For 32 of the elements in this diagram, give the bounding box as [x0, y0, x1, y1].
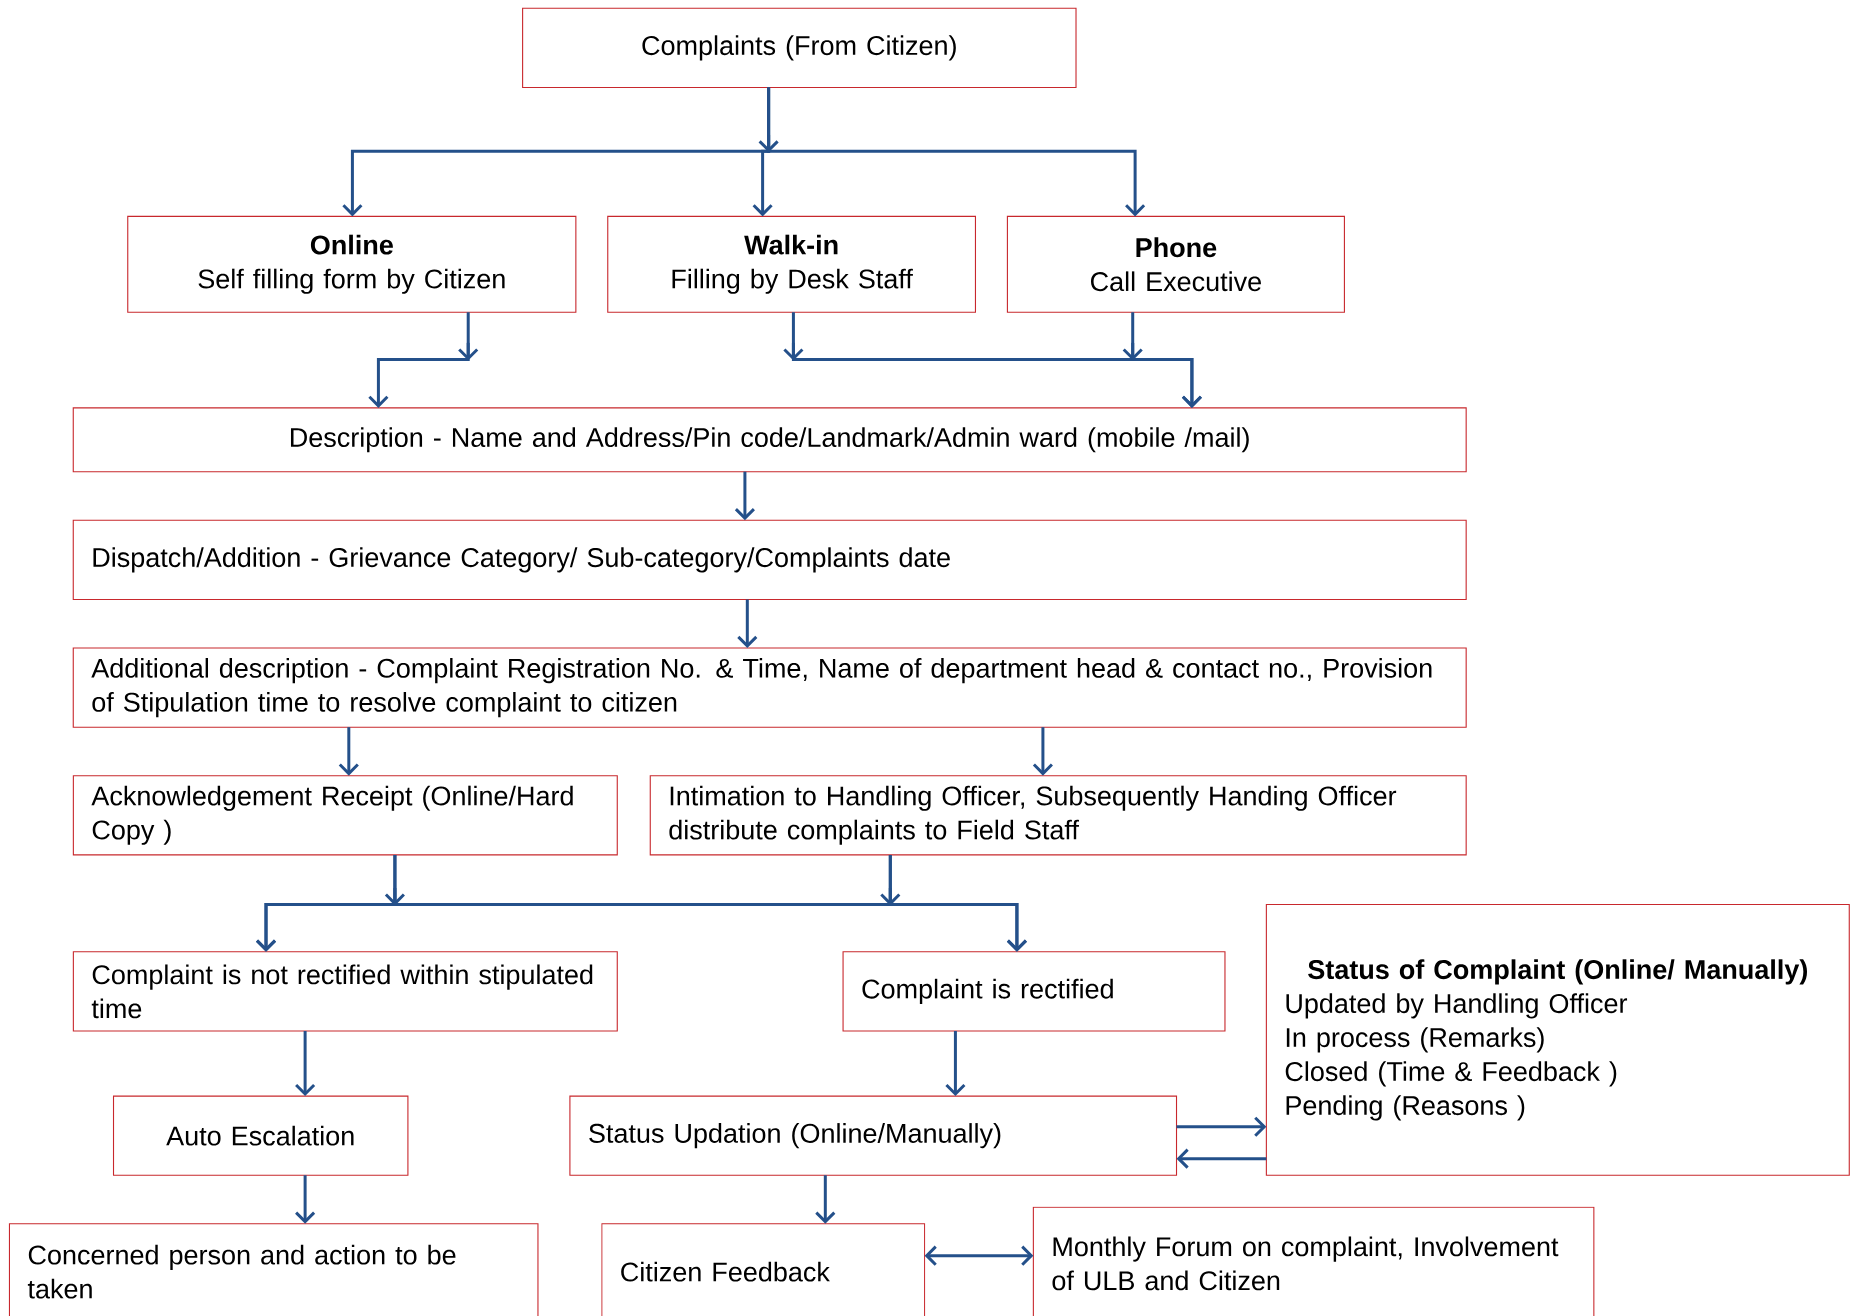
process-box: Intimation to Handling Officer, Subsequently Handing Officer distribute complaints to Field Staff	[649, 775, 1467, 856]
arrow	[734, 471, 755, 521]
process-box: Online Self filling form by Citizen	[127, 215, 577, 313]
process-box: Status Updation (Online/Manually)	[569, 1095, 1178, 1176]
process-box: Concerned person and action to be taken	[8, 1223, 539, 1316]
arrow	[1032, 727, 1053, 776]
arrow	[368, 312, 479, 408]
process-box: Complaint is not rectified within stipulated time	[72, 951, 618, 1032]
process-box: Complaints (From Citizen)	[522, 7, 1077, 89]
arrow	[815, 1175, 836, 1224]
arrow	[1122, 312, 1202, 408]
arrow	[924, 1245, 1034, 1266]
arrow	[338, 727, 359, 776]
process-box: Phone Call Executive	[1006, 215, 1345, 313]
process-box: Complaint is rectified	[842, 951, 1226, 1032]
arrow	[1176, 1116, 1267, 1137]
process-box: Citizen Feedback	[601, 1223, 926, 1316]
arrow	[737, 599, 758, 648]
arrow	[295, 1175, 316, 1224]
process-box: Auto Escalation	[112, 1095, 409, 1176]
process-box: Acknowledgement Receipt (Online/Hard Copy )	[72, 775, 618, 856]
process-box: Description - Name and Address/Pin code/Landmark/Admin ward (mobile /mail)	[72, 407, 1467, 473]
arrow	[767, 87, 1146, 217]
arrow	[295, 1031, 316, 1097]
process-box: Status of Complaint (Online/ Manually) Updated by Handling Officer In process (Remarks) Closed (Time & Feedback ) Pending (Reasons )	[1265, 903, 1850, 1176]
arrow	[1176, 1148, 1267, 1169]
arrow	[888, 854, 1027, 952]
process-box: Monthly Forum on complaint, Involvement of ULB and Citizen	[1032, 1206, 1595, 1316]
arrow	[945, 1031, 966, 1097]
process-box: Additional description - Complaint Registration No. & Time, Name of department head & contact no., Provision of Stipulation time to resolve complaint to citizen	[72, 647, 1467, 728]
process-box: Walk-in Filling by Desk Staff	[607, 215, 976, 313]
process-box: Dispatch/Addition - Grievance Category/ Sub-category/Complaints date	[72, 519, 1467, 601]
